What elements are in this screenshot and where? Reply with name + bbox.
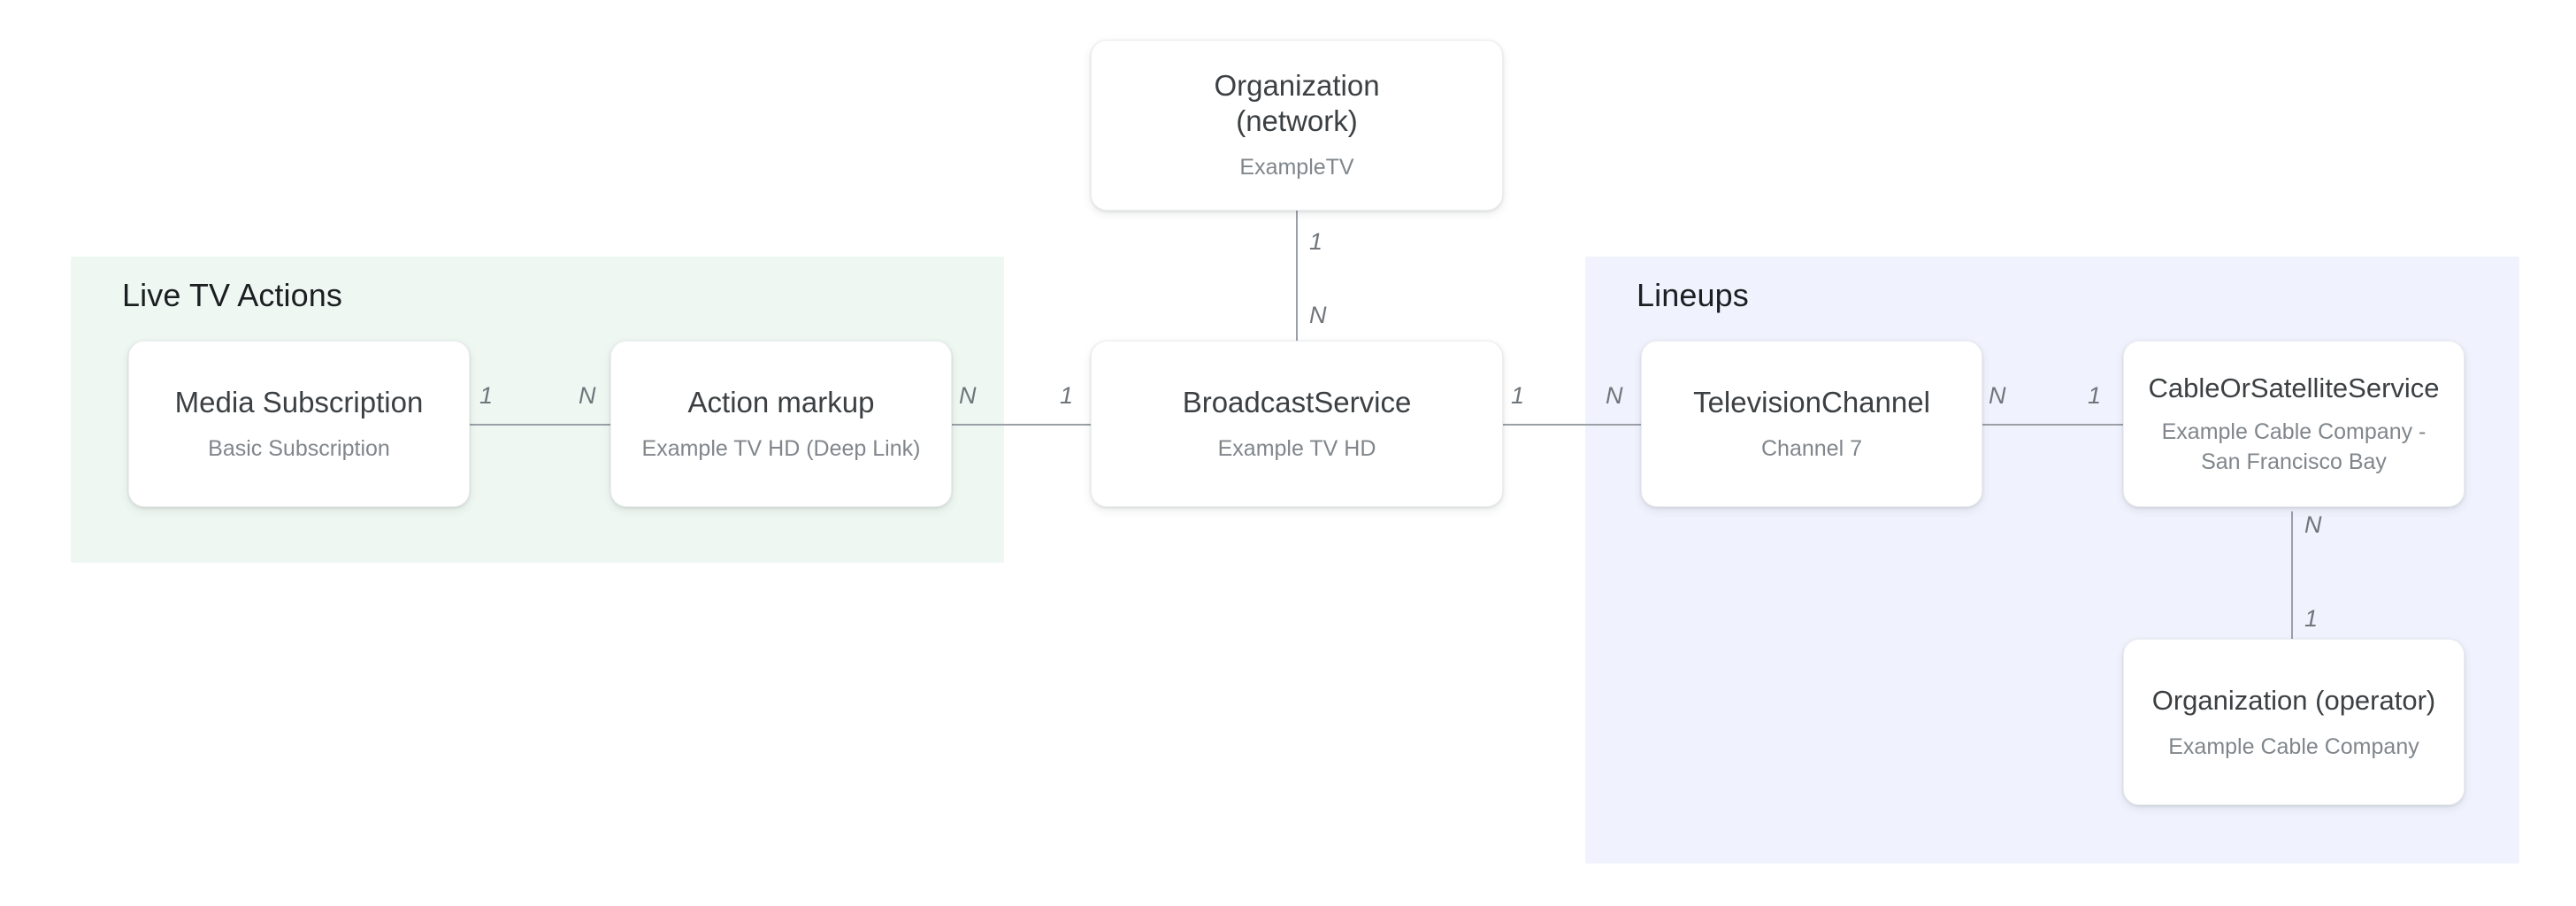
node-card-organization-operator[interactable]: Organization (operator) Example Cable Co… [2123,639,2465,805]
node-title-cable-or-satellite-service: CableOrSatelliteService [2148,372,2440,403]
node-card-organization-network[interactable]: Organization (network) ExampleTV [1091,40,1503,211]
cardinality-organization-network-bottom: 1 [1309,228,1323,255]
node-title-organization-network: Organization (network) [1214,69,1380,137]
edge-cable-satellite-to-organization-operator [2291,511,2293,639]
node-subtitle-cable-or-satellite-service: Example Cable Company - San Francisco Ba… [2161,419,2426,474]
edge-action-markup-to-broadcast-service [942,424,1101,426]
cardinality-action-markup-left: N [579,382,596,409]
node-title-broadcast-service: BroadcastService [1182,385,1412,418]
node-title-organization-operator: Organization (operator) [2151,684,2436,716]
edge-broadcast-service-to-television-channel [1495,424,1654,426]
node-card-television-channel[interactable]: TelevisionChannel Channel 7 [1641,341,1982,507]
cardinality-broadcast-service-right: 1 [1511,382,1525,409]
node-card-action-markup[interactable]: Action markup Example TV HD (Deep Link) [610,341,952,507]
node-subtitle-television-channel: Channel 7 [1761,435,1862,461]
cardinality-action-markup-right: N [959,382,977,409]
cardinality-television-channel-left: N [1606,382,1623,409]
cardinality-cable-satellite-left: 1 [2088,382,2102,409]
cardinality-broadcast-service-top: N [1309,302,1327,328]
node-subtitle-media-subscription: Basic Subscription [208,435,390,461]
node-card-broadcast-service[interactable]: BroadcastService Example TV HD [1091,341,1503,507]
node-subtitle-organization-operator: Example Cable Company [2168,733,2419,759]
node-subtitle-organization-network: ExampleTV [1239,155,1354,180]
edge-media-subscription-to-action-markup [460,424,628,426]
cardinality-media-subscription-right: 1 [479,382,494,409]
group-title-lineups: Lineups [1637,277,1749,313]
node-card-cable-or-satellite-service[interactable]: CableOrSatelliteService Example Cable Co… [2123,341,2465,507]
cardinality-broadcast-service-left: 1 [1060,382,1074,409]
node-title-media-subscription: Media Subscription [174,385,424,418]
cardinality-organization-operator-top: 1 [2304,605,2319,632]
node-title-television-channel: TelevisionChannel [1693,385,1930,418]
node-subtitle-broadcast-service: Example TV HD [1217,435,1376,461]
edge-organization-network-to-broadcast-service [1296,211,1298,343]
node-title-action-markup: Action markup [687,385,875,418]
cardinality-cable-satellite-bottom: N [2304,511,2322,538]
edge-television-channel-to-cable-satellite [1973,424,2132,426]
group-title-live-tv-actions: Live TV Actions [122,277,342,313]
node-card-media-subscription[interactable]: Media Subscription Basic Subscription [128,341,470,507]
cardinality-television-channel-right: N [1989,382,2006,409]
node-subtitle-action-markup: Example TV HD (Deep Link) [641,435,921,461]
